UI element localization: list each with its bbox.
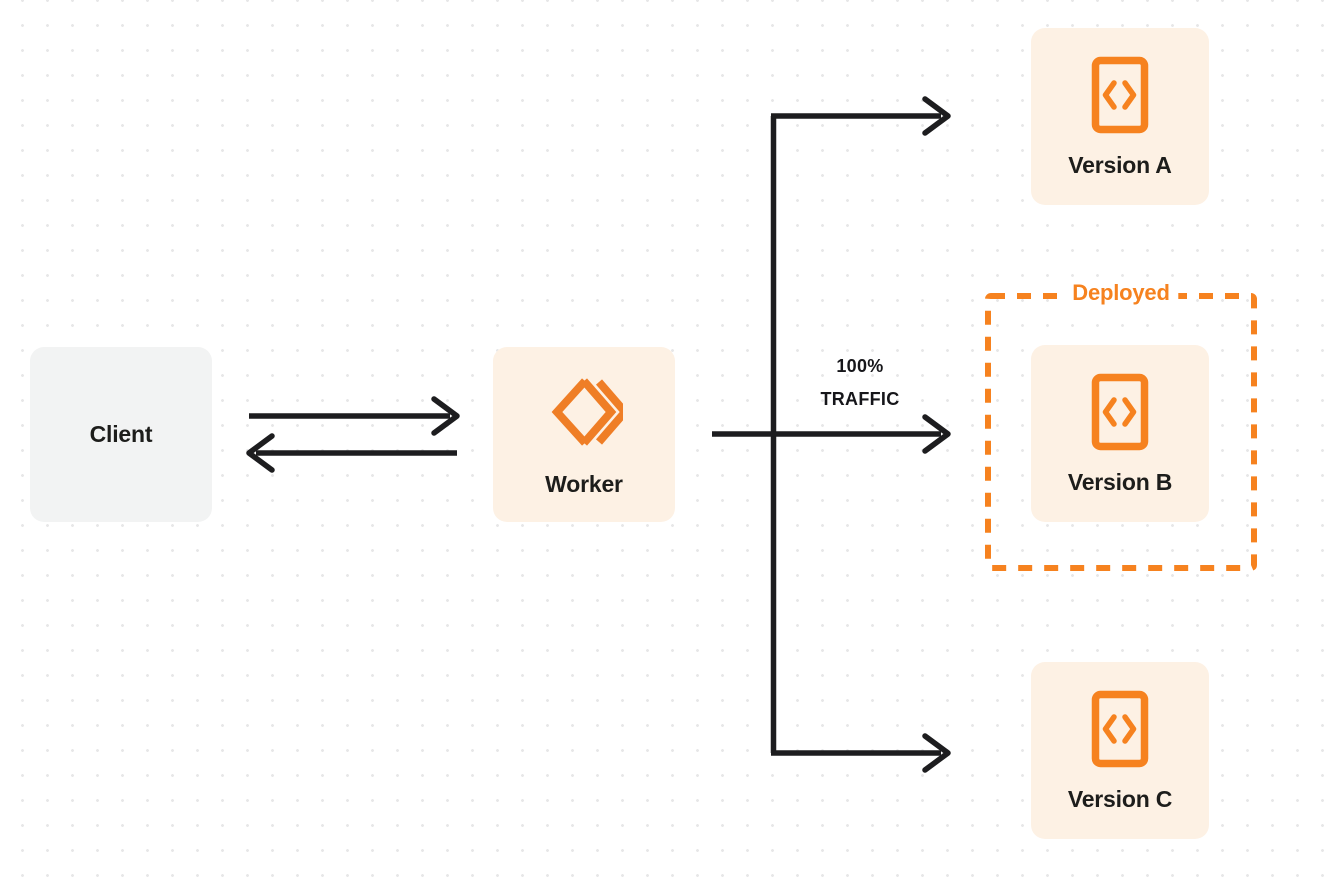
node-version-a[interactable]: Version A (1031, 28, 1209, 205)
node-worker[interactable]: Worker (493, 347, 675, 522)
version-c-label: Version C (1067, 786, 1173, 812)
traffic-percent: 100% (836, 356, 884, 376)
node-client[interactable]: Client (30, 347, 212, 522)
version-b-label: Version B (1067, 469, 1173, 495)
edge-worker-to-client (246, 433, 457, 473)
edge-worker-trunk (712, 116, 777, 753)
traffic-caption: TRAFFIC (820, 389, 900, 409)
edge-worker-to-version-a (771, 96, 951, 136)
code-file-icon (1091, 690, 1149, 768)
traffic-label: 100% TRAFFIC (790, 350, 930, 416)
edge-worker-to-version-c (771, 733, 951, 773)
cloudflare-workers-logo-icon (545, 373, 631, 451)
code-file-icon (1091, 56, 1149, 134)
code-file-icon (1091, 373, 1149, 451)
client-label: Client (89, 421, 153, 447)
node-version-c[interactable]: Version C (1031, 662, 1209, 839)
worker-label: Worker (545, 471, 623, 497)
edge-worker-to-version-b (771, 414, 951, 454)
node-version-b[interactable]: Version B (1031, 345, 1209, 522)
version-a-label: Version A (1068, 152, 1172, 178)
edge-client-to-worker (249, 396, 460, 436)
deployed-group-label: Deployed (1063, 279, 1179, 307)
